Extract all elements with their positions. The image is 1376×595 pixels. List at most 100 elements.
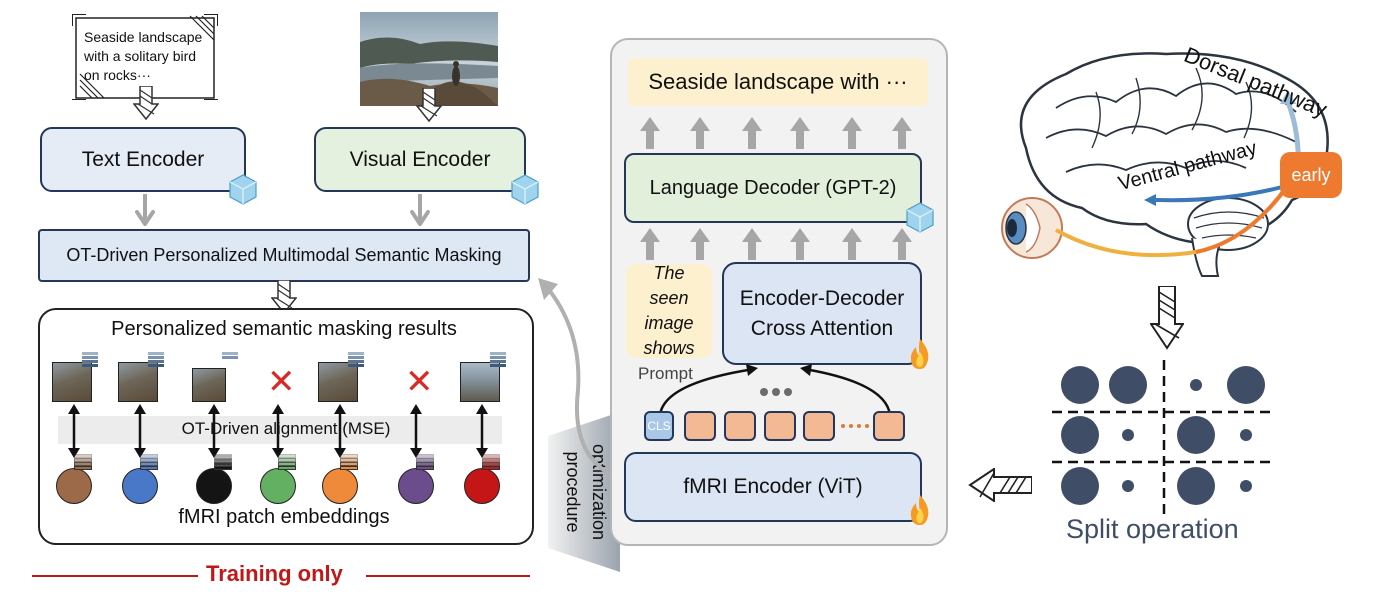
token-bars-icon	[222, 352, 238, 360]
small-patch-dot	[1190, 379, 1202, 391]
arrow-icon	[135, 194, 155, 226]
small-patch-dot	[1240, 480, 1252, 492]
alignment-label: OT-Driven alignment (MSE)	[156, 419, 416, 439]
attention-arrows	[658, 364, 892, 416]
hatched-arrow-icon	[133, 86, 159, 120]
hatched-arrow-icon	[271, 280, 297, 314]
split-grid	[1052, 360, 1272, 520]
masked-out-x-icon: ✕	[267, 363, 296, 401]
alignment-arrow-icon	[410, 404, 422, 458]
flame-icon	[910, 339, 929, 369]
fmri-patch-circle	[322, 468, 358, 504]
training-label: Training only	[206, 561, 343, 586]
up-arrow-icon	[892, 228, 912, 260]
large-patch-dot	[1109, 366, 1147, 404]
large-patch-dot	[1177, 416, 1215, 454]
up-arrow-icon	[742, 117, 762, 149]
early-visual-badge: early	[1280, 152, 1342, 198]
feedback-arrow-icon	[538, 278, 624, 482]
up-arrow-icon	[690, 117, 710, 149]
large-patch-dot	[1061, 467, 1099, 505]
generated-caption: Seaside landscape with ···	[628, 58, 928, 106]
fmri-patch-circle	[260, 468, 296, 504]
fmri-patch-circle	[398, 468, 434, 504]
token-bars-icon	[148, 352, 164, 368]
cross-attention-box: Encoder-Decoder Cross Attention	[722, 262, 922, 365]
split-label: Split operation	[1066, 514, 1239, 544]
fmri-patch-bars-icon	[74, 454, 92, 470]
language-decoder: Language Decoder (GPT-2)	[624, 153, 922, 223]
alignment-arrow-icon	[134, 404, 146, 458]
fmri-patch-circle	[122, 468, 158, 504]
training-line-right	[366, 575, 530, 577]
up-arrow-icon	[742, 228, 762, 260]
fmri-patch-bars-icon	[340, 454, 358, 470]
fmri-patch-bars-icon	[278, 454, 296, 470]
up-arrow-icon	[842, 228, 862, 260]
masked-patch-thumbnail	[318, 362, 358, 402]
token-bars-icon	[348, 352, 364, 368]
flame-icon	[910, 495, 929, 525]
alignment-arrow-icon	[272, 404, 284, 458]
fmri-patch-circle	[464, 468, 500, 504]
alignment-arrow-icon	[68, 404, 80, 458]
caption-card: Seaside landscape with a solitary bird o…	[72, 14, 218, 100]
fmri-patch-bars-icon	[482, 454, 500, 470]
cls-token: CLS	[644, 411, 674, 441]
up-arrow-icon	[640, 117, 660, 149]
text-encoder: Text Encoder	[40, 127, 246, 192]
fmri-patch-circle	[196, 468, 232, 504]
up-arrow-icon	[892, 117, 912, 149]
masked-patch-thumbnail	[192, 368, 226, 402]
arrow-icon	[410, 194, 430, 226]
ice-cube-icon	[511, 174, 539, 205]
cross-attention-line1: Encoder-Decoder	[739, 286, 905, 310]
small-patch-dot	[1122, 480, 1134, 492]
prompt-box: The seen image shows	[626, 263, 712, 358]
alignment-arrow-icon	[208, 404, 220, 458]
large-patch-dot	[1061, 366, 1099, 404]
token-bars-icon	[82, 352, 98, 368]
training-line-left	[32, 575, 198, 577]
token	[873, 411, 905, 441]
token	[803, 411, 835, 441]
ice-cube-icon	[229, 174, 257, 205]
cross-attention-line2: Cross Attention	[750, 316, 894, 340]
ice-cube-icon	[906, 202, 934, 233]
token-ellipsis	[841, 424, 869, 428]
up-arrow-icon	[790, 117, 810, 149]
large-patch-dot	[1061, 416, 1099, 454]
up-arrow-icon	[842, 117, 862, 149]
token-bars-icon	[490, 352, 506, 368]
alignment-arrow-icon	[334, 404, 346, 458]
masked-patch-thumbnail	[118, 362, 158, 402]
visual-encoder: Visual Encoder	[314, 127, 526, 192]
hatched-arrow-icon	[1150, 286, 1184, 350]
fmri-patch-bars-icon	[416, 454, 434, 470]
small-patch-dot	[1122, 429, 1134, 441]
masked-patch-thumbnail	[460, 362, 500, 402]
fmri-patch-bars-icon	[214, 454, 232, 470]
fmri-patch-bars-icon	[140, 454, 158, 470]
alignment-arrow-icon	[476, 404, 488, 458]
prompt-label: Prompt	[638, 364, 693, 383]
fmri-encoder: fMRI Encoder (ViT)	[624, 452, 922, 522]
results-title: Personalized semantic masking results	[111, 318, 457, 340]
ot-masking-box: OT-Driven Personalized Multimodal Semant…	[38, 229, 530, 282]
fmri-patch-circle	[56, 468, 92, 504]
optimization-wedge	[548, 412, 620, 572]
brain-illustration	[1001, 52, 1329, 277]
token	[764, 411, 796, 441]
up-arrow-icon	[690, 228, 710, 260]
up-arrow-icon	[790, 228, 810, 260]
token	[724, 411, 756, 441]
large-patch-dot	[1227, 366, 1265, 404]
hatched-arrow-icon	[416, 88, 442, 122]
caption-text: Seaside landscape with a solitary bird o…	[84, 29, 203, 83]
large-patch-dot	[1177, 467, 1215, 505]
masked-patch-thumbnail	[52, 362, 92, 402]
small-patch-dot	[1240, 429, 1252, 441]
hatched-arrow-icon	[968, 468, 1032, 502]
up-arrow-icon	[640, 228, 660, 260]
masked-out-x-icon: ✕	[405, 363, 434, 401]
